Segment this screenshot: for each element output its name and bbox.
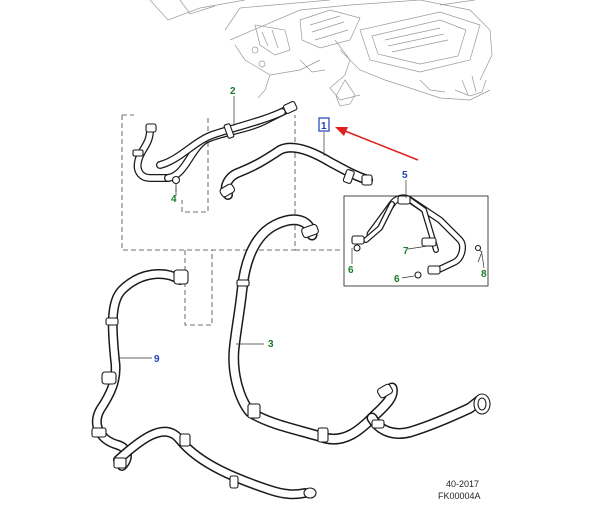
callout-6a: 6 — [348, 265, 354, 276]
callout-labels: 1 2 3 4 5 6 6 7 8 9 — [154, 86, 487, 365]
callout-6b: 6 — [394, 274, 400, 285]
callout-3: 3 — [268, 339, 274, 350]
hose-2-assembly — [132, 100, 298, 192]
reference-line-2: FK00004A — [438, 491, 481, 501]
callout-1-box — [318, 117, 330, 132]
coolant-pipe-assembly-5 — [343, 194, 489, 287]
callout-8: 8 — [481, 269, 487, 280]
reference-line-1: 40-2017 — [446, 479, 479, 489]
dashed-grouping-lines — [121, 114, 340, 326]
callout-9: 9 — [154, 354, 160, 365]
hvac-housing-ghost — [149, 0, 493, 107]
figure-reference: 40-2017 FK00004A — [438, 479, 481, 501]
callout-2: 2 — [230, 86, 236, 97]
callout-1: 1 — [321, 121, 327, 132]
hose-1-heater-hose — [219, 142, 373, 200]
hose-9-assembly — [91, 269, 317, 500]
callout-5: 5 — [402, 170, 408, 181]
highlight-arrow — [335, 127, 419, 161]
hose-3-assembly — [228, 214, 491, 445]
leader-lines — [118, 96, 485, 359]
callout-7: 7 — [403, 246, 409, 257]
callout-4: 4 — [171, 194, 177, 205]
